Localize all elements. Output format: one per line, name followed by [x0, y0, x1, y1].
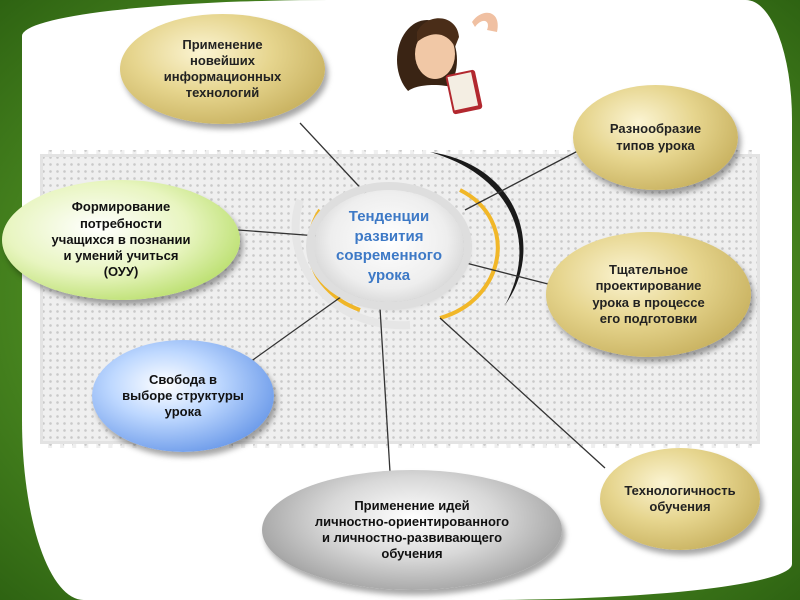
node-freedom-label: Свобода в выборе структуры урока	[122, 371, 244, 420]
girl-reading-book-icon	[397, 12, 498, 142]
node-ideas-label: Применение идей личностно-ориентированно…	[314, 497, 510, 562]
node-design-label: Тщательное проектирование урока в процес…	[592, 262, 705, 326]
gold-arc-left	[307, 208, 361, 312]
node-ideas: Применение идей личностно-ориентированно…	[262, 470, 562, 590]
node-variety: Разнообразие типов урока	[573, 85, 738, 190]
line-freedom	[249, 293, 346, 363]
line-new-tech	[299, 122, 369, 197]
hub-node: Тенденции развития современного урока	[314, 190, 464, 302]
node-freedom: Свобода в выборе структуры урока	[92, 340, 274, 452]
black-swoosh	[430, 152, 524, 305]
line-tech	[439, 317, 606, 469]
line-oyy	[237, 229, 319, 237]
line-design	[461, 261, 549, 285]
line-ideas	[379, 307, 391, 473]
node-variety-label: Разнообразие типов урока	[609, 121, 702, 153]
node-new-tech: Применение новейших информационных техно…	[120, 14, 325, 124]
node-tech-label: Технологичность обучения	[624, 482, 736, 514]
node-oyy-label: Формирование потребности учащихся в позн…	[51, 199, 191, 280]
node-oyy: Формирование потребности учащихся в позн…	[2, 180, 240, 300]
node-tech: Технологичность обучения	[600, 448, 760, 550]
hub-label: Тенденции развития современного урока	[336, 208, 442, 284]
node-new-tech-label: Применение новейших информационных техно…	[163, 36, 282, 101]
line-variety	[464, 141, 596, 211]
node-design: Тщательное проектирование урока в процес…	[546, 232, 751, 357]
